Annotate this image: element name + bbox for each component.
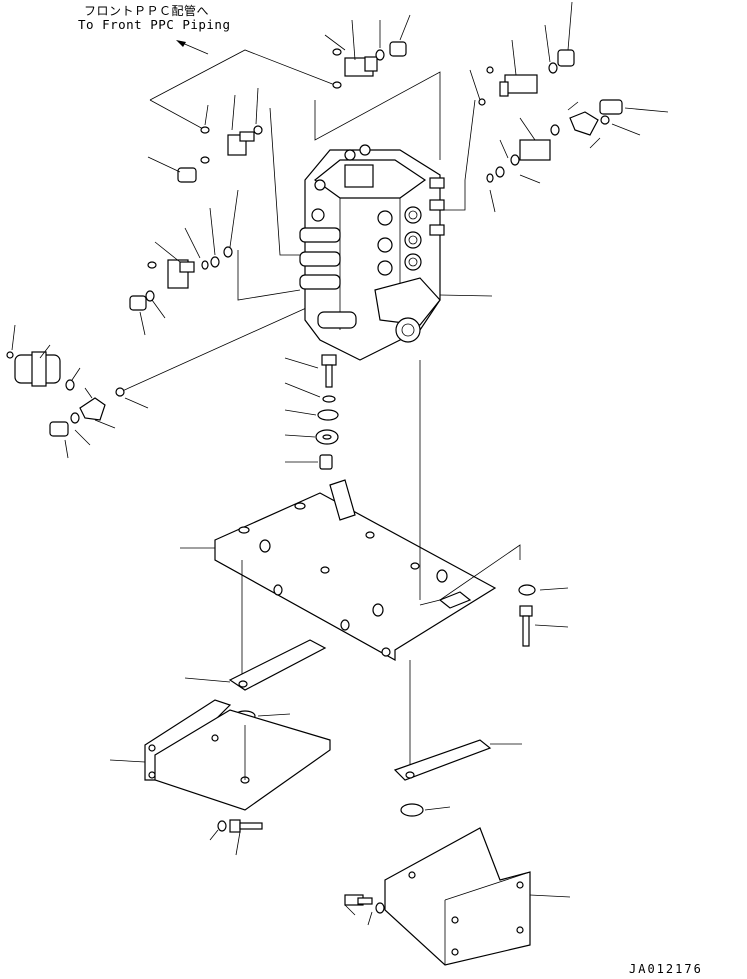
drawing-code: JA012176 [629, 962, 703, 976]
annotation-en: To Front PPC Piping [78, 17, 231, 32]
mounting-stack [284, 354, 339, 470]
fittings-left-middle [129, 189, 239, 336]
control-valve [299, 144, 445, 361]
mounting-plate [180, 360, 521, 662]
fittings-upper-right [439, 1, 669, 297]
annotation-arrow [176, 40, 209, 55]
fittings-upper-left [147, 87, 263, 183]
right-bolt [518, 584, 569, 647]
fittings-lower-left [6, 324, 149, 459]
piping-routing-lines [119, 49, 476, 393]
right-bracket [344, 660, 571, 966]
left-bracket [109, 560, 331, 856]
annotation-jp: フロントＰＰＣ配管へ [84, 4, 210, 18]
fittings-upper-center [324, 14, 411, 89]
